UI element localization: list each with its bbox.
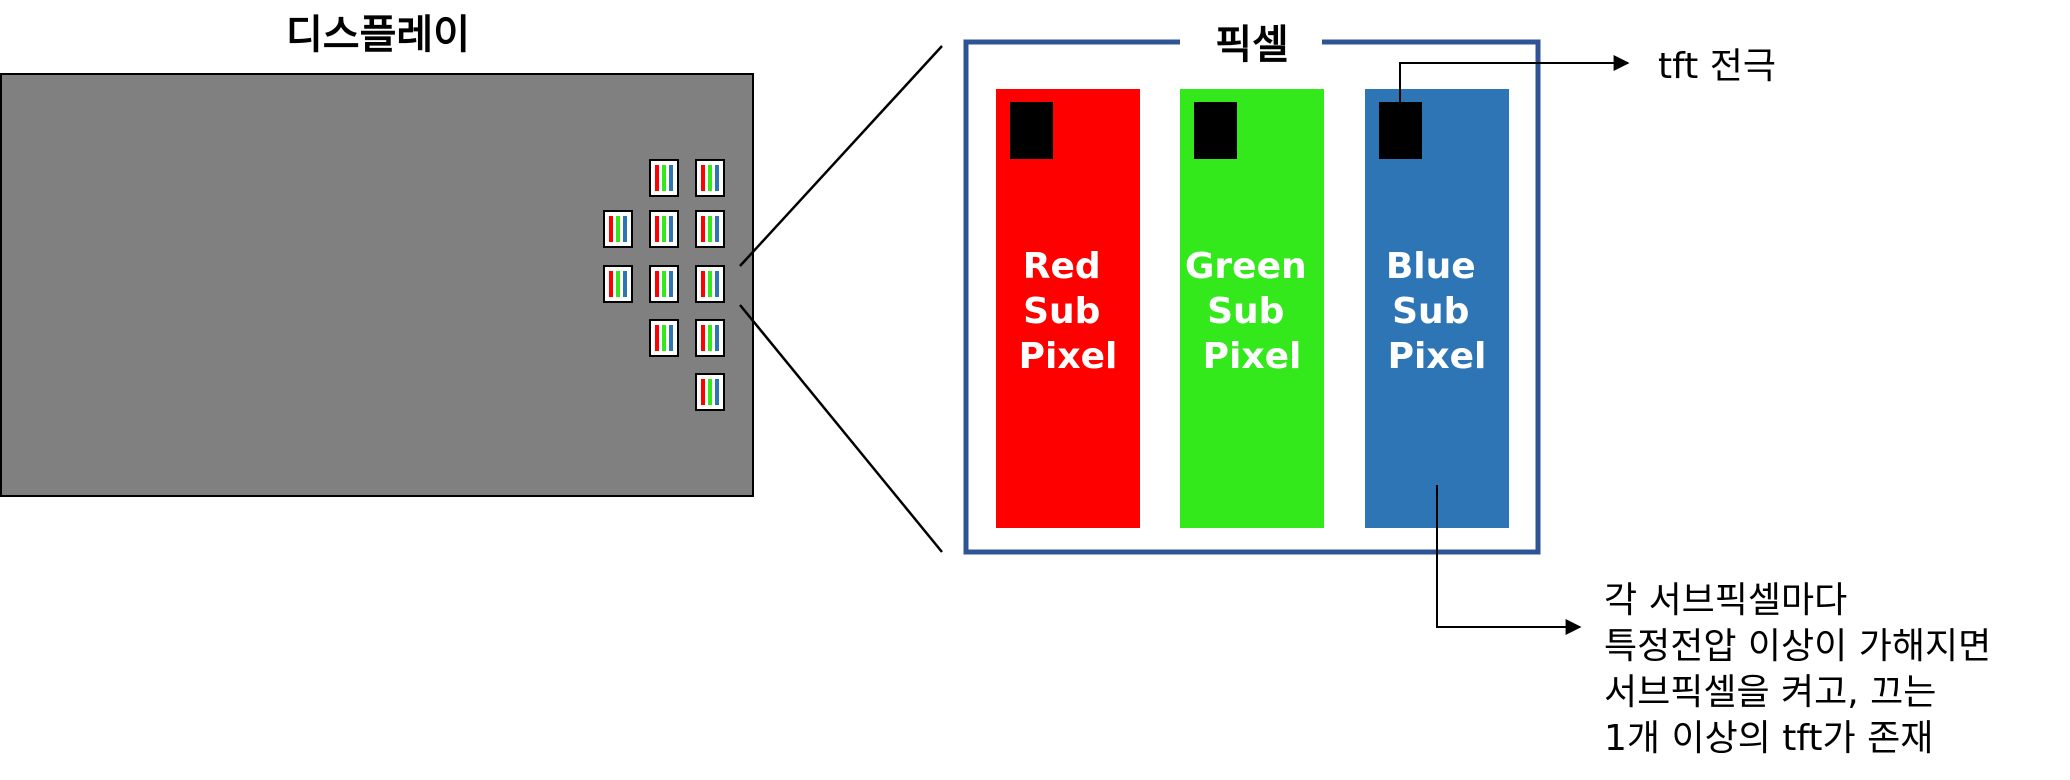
pixel-icon-subpixel [609, 271, 613, 297]
display-panel [0, 73, 754, 497]
pixel-icon-subpixel [708, 379, 712, 405]
pixel-icon-subpixel [715, 325, 719, 351]
pixel-icon-subpixel [715, 216, 719, 242]
pixel-title-gap [1180, 34, 1322, 52]
subpixel-green-line2: Sub [1207, 291, 1284, 332]
pixel-icon [649, 319, 679, 357]
pixel-icon-subpixel [662, 165, 666, 191]
subpixel-blue-line3: Pixel [1388, 336, 1487, 377]
pixel-icon-group [603, 159, 725, 411]
tft-arrow [1399, 55, 1630, 102]
pixel-icon [603, 265, 633, 303]
zoom-line-top [739, 45, 943, 267]
subpixel-red-line1: Red [1023, 246, 1101, 287]
pixel-icon-subpixel [655, 271, 659, 297]
pixel-icon-subpixel [655, 165, 659, 191]
pixel-icon-subpixel [609, 216, 613, 242]
display-title: 디스플레이 [286, 12, 470, 58]
pixel-icon-subpixel [701, 216, 705, 242]
pixel-icon [649, 210, 679, 248]
pixel-icon-subpixel [662, 271, 666, 297]
pixel-icon [695, 159, 725, 197]
subpixel-green-label: Green Sub Pixel [1185, 246, 1319, 377]
pixel-icon [695, 210, 725, 248]
pixel-icon [695, 373, 725, 411]
pixel-icon-subpixel [715, 165, 719, 191]
pixel-icon-subpixel [669, 165, 673, 191]
pixel-icon-subpixel [623, 271, 627, 297]
pixel-icon-subpixel [662, 325, 666, 351]
subpixel-green-bar [1180, 89, 1324, 528]
pixel-icon-subpixel [701, 165, 705, 191]
subpixel-green: Green Sub Pixel [1180, 89, 1324, 528]
pixel-icon [649, 265, 679, 303]
note-line3: 서브픽셀을 켜고, 끄는 [1604, 672, 1936, 713]
subpixel-blue-bar [1365, 89, 1509, 528]
note-line2: 특정전압 이상이 가해지면 [1604, 626, 1991, 667]
subpixel-blue-line1: Blue [1386, 246, 1476, 287]
pixel-icon [649, 159, 679, 197]
note-line4: 1개 이상의 tft가 존재 [1604, 718, 1933, 759]
pixel-icon-subpixel [715, 379, 719, 405]
pixel-icon-subpixel [708, 325, 712, 351]
subpixel-red-bar [996, 89, 1140, 528]
subpixel-red: Red Sub Pixel [996, 89, 1140, 528]
pixel-icon-subpixel [708, 216, 712, 242]
note-arrow [1436, 485, 1582, 635]
pixel-title: 픽셀 [1215, 22, 1289, 68]
pixel-icon-subpixel [701, 271, 705, 297]
subpixel-red-label: Red Sub Pixel [1019, 246, 1118, 377]
pixel-icon [603, 210, 633, 248]
pixel-icon-subpixel [616, 216, 620, 242]
pixel-icon [695, 319, 725, 357]
pixel-icon-subpixel [655, 325, 659, 351]
subpixel-blue-line2: Sub [1392, 291, 1469, 332]
pixel-icon-subpixel [662, 216, 666, 242]
note-text: 각 서브픽셀마다 특정전압 이상이 가해지면 서브픽셀을 켜고, 끄는 1개 이… [1604, 580, 2003, 759]
pixel-icon-subpixel [623, 216, 627, 242]
pixel-icon-subpixel [616, 271, 620, 297]
subpixel-green-line1: Green [1185, 246, 1307, 287]
subpixel-blue: Blue Sub Pixel [1365, 89, 1509, 528]
pixel-icon [695, 265, 725, 303]
pixel-icon-subpixel [701, 325, 705, 351]
subpixel-green-line3: Pixel [1203, 336, 1302, 377]
pixel-icon-subpixel [708, 271, 712, 297]
pixel-icon-subpixel [655, 216, 659, 242]
tft-green [1194, 102, 1237, 159]
pixel-icon-subpixel [715, 271, 719, 297]
tft-red [1010, 102, 1053, 159]
pixel-icon-subpixel [669, 325, 673, 351]
tft-label: tft 전극 [1658, 46, 1776, 87]
pixel-icon-subpixel [669, 216, 673, 242]
subpixel-red-line2: Sub [1023, 291, 1100, 332]
pixel-icon-subpixel [708, 165, 712, 191]
pixel-icon-subpixel [701, 379, 705, 405]
subpixel-blue-label: Blue Sub Pixel [1386, 246, 1488, 377]
zoom-line-bottom [739, 304, 943, 553]
tft-blue [1379, 102, 1422, 159]
pixel-icon-subpixel [669, 271, 673, 297]
note-line1: 각 서브픽셀마다 [1604, 580, 1847, 621]
subpixel-red-line3: Pixel [1019, 336, 1118, 377]
